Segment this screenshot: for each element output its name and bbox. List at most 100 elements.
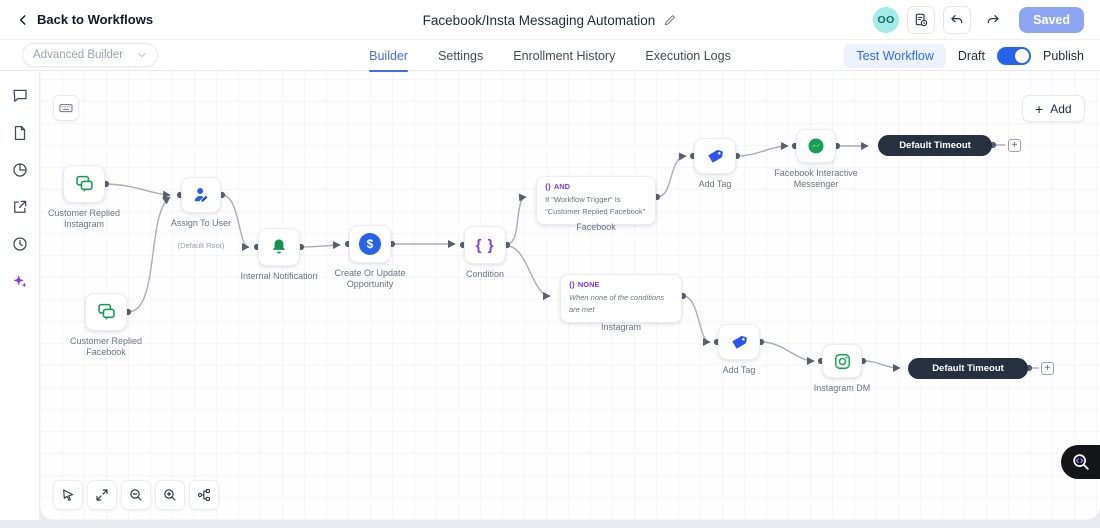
document-history-icon [915, 13, 928, 27]
auto-layout-button[interactable] [189, 480, 219, 510]
builder-mode-label: Advanced Builder [33, 49, 124, 61]
tab-bar: Builder Settings Enrollment History Exec… [0, 40, 1100, 72]
node-label: Customer Replied Facebook [69, 336, 143, 358]
zoom-in-icon [164, 489, 176, 501]
undo-icon [951, 15, 963, 24]
top-header: Back to Workflows Facebook/Insta Messagi… [0, 0, 1100, 40]
select-tool-button[interactable] [53, 480, 83, 510]
back-label: Back to Workflows [37, 12, 154, 27]
add-step-button-instagram[interactable]: + [1041, 362, 1054, 375]
toggle-knob [1015, 48, 1029, 63]
sidebar-item-conversations[interactable] [9, 85, 31, 107]
node-facebook-interactive-messenger[interactable]: Facebook Interactive Messenger [774, 129, 858, 189]
node-label: Condition [465, 269, 505, 279]
tab-settings[interactable]: Settings [438, 48, 484, 63]
tab-enrollment-history[interactable]: Enrollment History [513, 48, 616, 63]
default-timeout-pill-facebook[interactable]: Default Timeout [878, 135, 992, 156]
default-timeout-pill-instagram[interactable]: Default Timeout [908, 358, 1028, 379]
cursor-icon [63, 489, 74, 501]
publish-label: Publish [1043, 48, 1084, 63]
node-instagram-dm[interactable]: Instagram DM [814, 344, 870, 393]
bell-icon [273, 239, 285, 254]
node-label: Add Tag [698, 179, 732, 189]
node-box[interactable] [718, 324, 760, 360]
add-step-button-facebook[interactable]: + [1008, 139, 1021, 152]
branch-label-facebook: Facebook [576, 222, 616, 232]
node-box[interactable] [796, 129, 836, 163]
back-to-workflows-button[interactable]: Back to Workflows [16, 12, 153, 27]
chat-bubbles-icon [97, 303, 115, 320]
tag-icon [708, 150, 723, 163]
user-assign-icon [194, 188, 208, 202]
version-history-button[interactable] [907, 6, 936, 34]
saved-button[interactable]: Saved [1019, 7, 1084, 33]
node-label: Assign To User [170, 218, 232, 228]
ai-sparkle-icon [13, 274, 27, 287]
zoom-in-button[interactable] [155, 480, 185, 510]
node-box[interactable] [258, 228, 300, 266]
sidebar-item-history[interactable] [9, 233, 31, 255]
node-label: Facebook Interactive Messenger [774, 168, 858, 190]
node-add-tag-instagram[interactable]: Add Tag [718, 324, 760, 375]
tab-builder[interactable]: Builder [369, 40, 408, 72]
redo-button[interactable] [979, 6, 1008, 34]
sidebar-item-stats[interactable] [9, 159, 31, 181]
history-clock-icon [12, 237, 27, 251]
test-workflow-button[interactable]: Test Workflow [844, 43, 946, 68]
undo-button[interactable] [943, 6, 972, 34]
add-node-button[interactable]: + Add [1022, 95, 1085, 122]
tab-execution-logs[interactable]: Execution Logs [645, 48, 731, 63]
braces-icon: {} [569, 280, 575, 289]
instagram-icon [834, 353, 850, 369]
node-customer-replied-facebook[interactable]: Customer Replied Facebook [70, 293, 142, 357]
header-actions: OO Saved [873, 0, 1084, 40]
node-customer-replied-instagram[interactable]: Customer Replied Instagram [48, 165, 120, 229]
node-box[interactable]: { } [464, 226, 506, 264]
node-box[interactable] [63, 165, 105, 203]
publish-toggle[interactable] [997, 46, 1031, 65]
branch-operator: AND [553, 182, 571, 191]
messenger-icon [808, 138, 824, 154]
branch-condition-text: When none of the conditions are met [569, 293, 665, 314]
node-label: Create Or Update Opportunity [334, 268, 406, 290]
edit-pencil-icon[interactable] [663, 13, 677, 27]
branch-operator: NONE [577, 280, 600, 289]
branch-header: {} NONE [569, 280, 673, 289]
sidebar-item-share[interactable] [9, 196, 31, 218]
node-box[interactable] [694, 138, 736, 174]
plus-icon: + [1035, 100, 1044, 117]
node-box[interactable] [181, 177, 221, 213]
node-internal-notification[interactable]: Internal Notification [240, 228, 318, 281]
node-assign-to-user[interactable]: Assign To User (Default Root) [171, 177, 231, 250]
fit-view-button[interactable] [87, 480, 117, 510]
chevron-left-icon [19, 14, 26, 25]
node-add-tag-facebook[interactable]: Add Tag [694, 138, 736, 189]
branch-card-instagram[interactable]: {} NONE When none of the conditions are … [560, 274, 682, 323]
file-icon [14, 125, 25, 141]
sidebar-item-ai-assistant[interactable] [9, 270, 31, 292]
node-box[interactable] [85, 293, 127, 331]
keyboard-shortcuts-button[interactable] [53, 95, 79, 121]
page-title: Facebook/Insta Messaging Automation [422, 12, 656, 28]
node-box[interactable]: $ [349, 225, 391, 263]
canvas-toolbar [53, 480, 219, 510]
node-condition[interactable]: { } Condition [464, 226, 506, 279]
builder-mode-select[interactable]: Advanced Builder [22, 43, 159, 67]
pie-chart-icon [12, 163, 27, 177]
chevron-down-icon [138, 53, 146, 58]
node-label: Internal Notification [240, 271, 318, 281]
tree-layout-icon [197, 488, 210, 502]
braces-icon: { } [475, 236, 495, 254]
node-create-or-update-opportunity[interactable]: $ Create Or Update Opportunity [334, 225, 406, 289]
external-link-icon [13, 200, 26, 213]
zoom-out-button[interactable] [121, 480, 151, 510]
sidebar-item-documents[interactable] [9, 122, 31, 144]
chat-bubble-icon [12, 89, 27, 102]
keyboard-icon [59, 104, 73, 113]
node-label: Add Tag [722, 365, 756, 375]
node-box[interactable] [822, 344, 862, 378]
node-label: Customer Replied Instagram [47, 208, 121, 230]
avatar[interactable]: OO [873, 7, 900, 33]
inspect-widget[interactable] [1061, 445, 1100, 479]
branch-card-facebook[interactable]: {} AND If "Workflow Trigger" Is "Custome… [536, 176, 656, 225]
